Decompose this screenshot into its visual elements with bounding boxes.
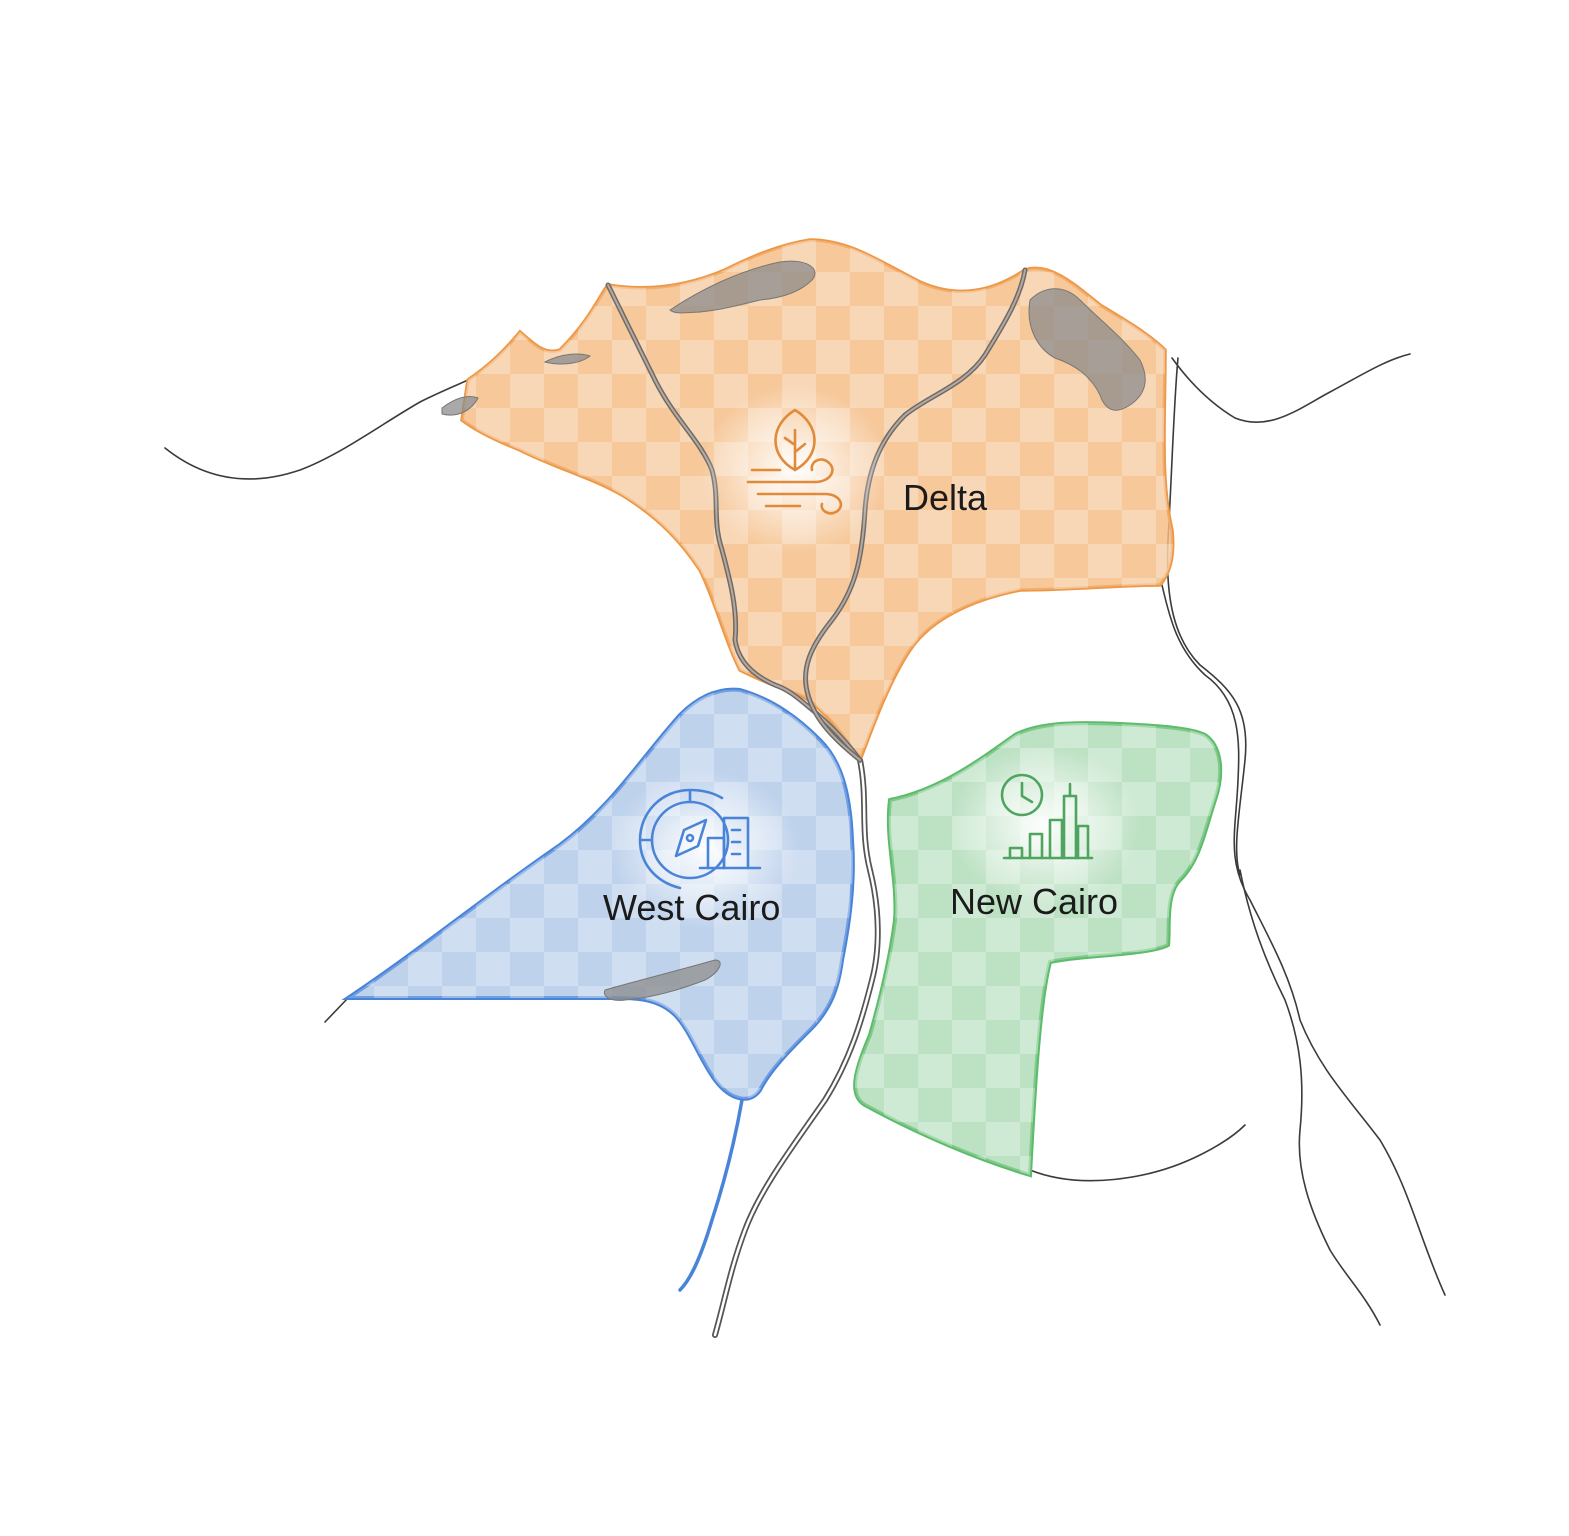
clock-chart-icon bbox=[1000, 773, 1094, 860]
leaf-wind-icon bbox=[746, 408, 843, 515]
delta-lake bbox=[543, 353, 592, 365]
compass-building-icon bbox=[638, 788, 762, 890]
delta-lake bbox=[669, 260, 816, 314]
coastline bbox=[164, 353, 1446, 1326]
region-label-west-cairo: West Cairo bbox=[603, 887, 780, 928]
delta-lake bbox=[1028, 288, 1146, 411]
nile-river bbox=[712, 757, 881, 1338]
region-new-cairo[interactable]: New Cairo bbox=[853, 721, 1223, 1178]
fayoum-lake bbox=[603, 959, 721, 1001]
region-label-delta: Delta bbox=[903, 477, 988, 518]
region-west-cairo[interactable]: West Cairo bbox=[341, 687, 855, 1292]
region-delta[interactable]: Delta bbox=[441, 238, 1175, 764]
region-label-new-cairo: New Cairo bbox=[950, 881, 1118, 922]
delta-lake bbox=[441, 395, 479, 416]
